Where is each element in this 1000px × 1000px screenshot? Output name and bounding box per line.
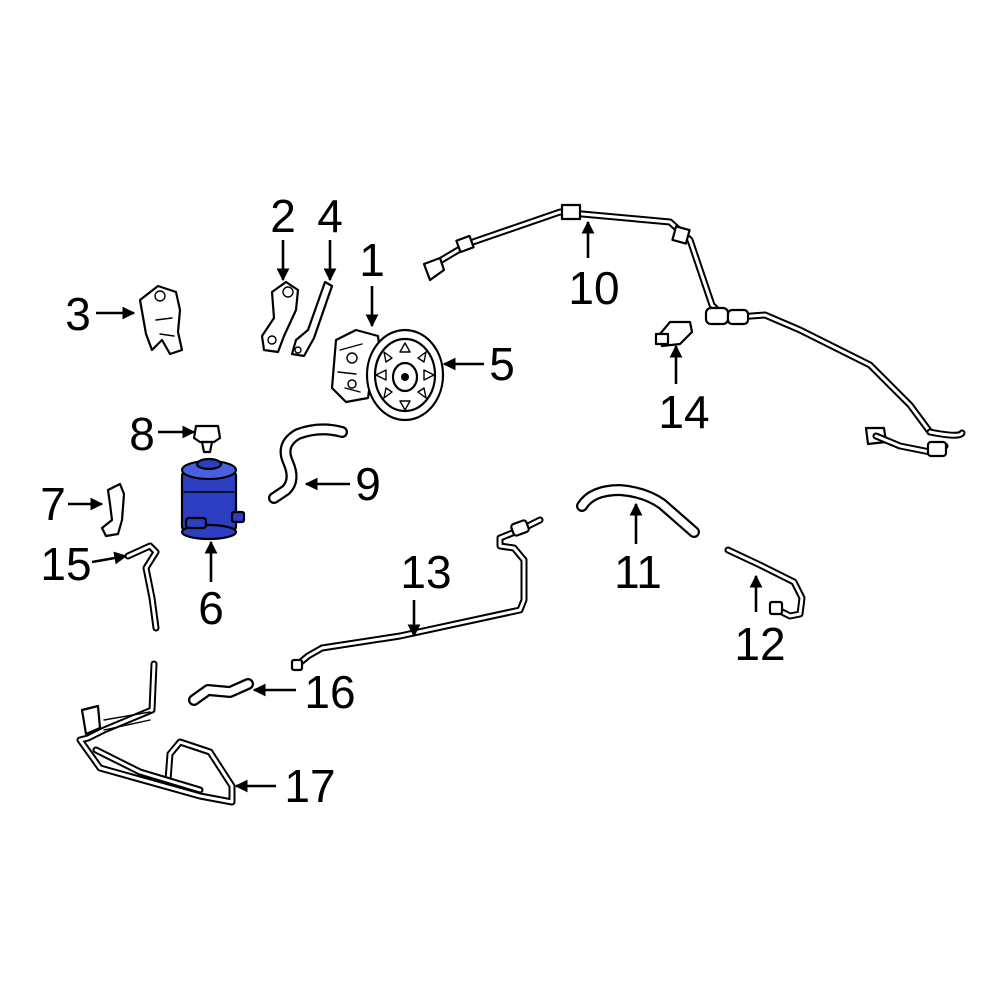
part-4-adjusting-bar[interactable]: [290, 280, 334, 358]
callout-9[interactable]: 9: [355, 458, 381, 510]
callout-14[interactable]: 14: [658, 386, 709, 438]
callout-16[interactable]: 16: [304, 666, 355, 718]
part-14-pressure-switch[interactable]: [654, 320, 694, 348]
part-13-return-line[interactable]: [290, 516, 544, 672]
part-9-suction-hose[interactable]: [268, 423, 348, 504]
part-2-pump-bracket[interactable]: [260, 280, 300, 354]
leader-lines: [68, 220, 763, 793]
part-12-cooler-tube[interactable]: [724, 546, 806, 620]
part-7-reservoir-bracket[interactable]: [100, 482, 126, 538]
callout-1[interactable]: 1: [359, 234, 385, 286]
callout-7[interactable]: 7: [40, 478, 66, 530]
callout-labels: 1 2 3 4 5 6 7 8 9 10 11 12 13 14 15 16 1…: [40, 190, 785, 812]
leader-15: [91, 551, 128, 565]
callout-11[interactable]: 11: [614, 546, 662, 598]
callout-15[interactable]: 15: [40, 538, 91, 590]
callout-12[interactable]: 12: [734, 618, 785, 670]
callout-10[interactable]: 10: [568, 262, 619, 314]
callout-4[interactable]: 4: [317, 190, 343, 242]
callout-3[interactable]: 3: [65, 288, 91, 340]
callout-17[interactable]: 17: [284, 760, 335, 812]
callout-13[interactable]: 13: [400, 546, 451, 598]
part-10-pressure-hose[interactable]: [422, 203, 966, 458]
part-8-reservoir-cap[interactable]: [192, 424, 222, 454]
part-6-power-steering-reservoir[interactable]: [180, 457, 246, 541]
callout-6[interactable]: 6: [198, 582, 224, 634]
callout-8[interactable]: 8: [129, 408, 155, 460]
part-16-hose[interactable]: [188, 678, 254, 706]
part-15-return-tube[interactable]: [124, 542, 160, 632]
part-11-return-hose[interactable]: [576, 484, 700, 538]
part-3-bracket[interactable]: [138, 284, 184, 356]
callout-5[interactable]: 5: [489, 338, 515, 390]
callout-2[interactable]: 2: [270, 190, 296, 242]
part-17-power-steering-cooler[interactable]: [76, 660, 236, 806]
part-1-5-power-steering-pump[interactable]: [330, 328, 445, 422]
